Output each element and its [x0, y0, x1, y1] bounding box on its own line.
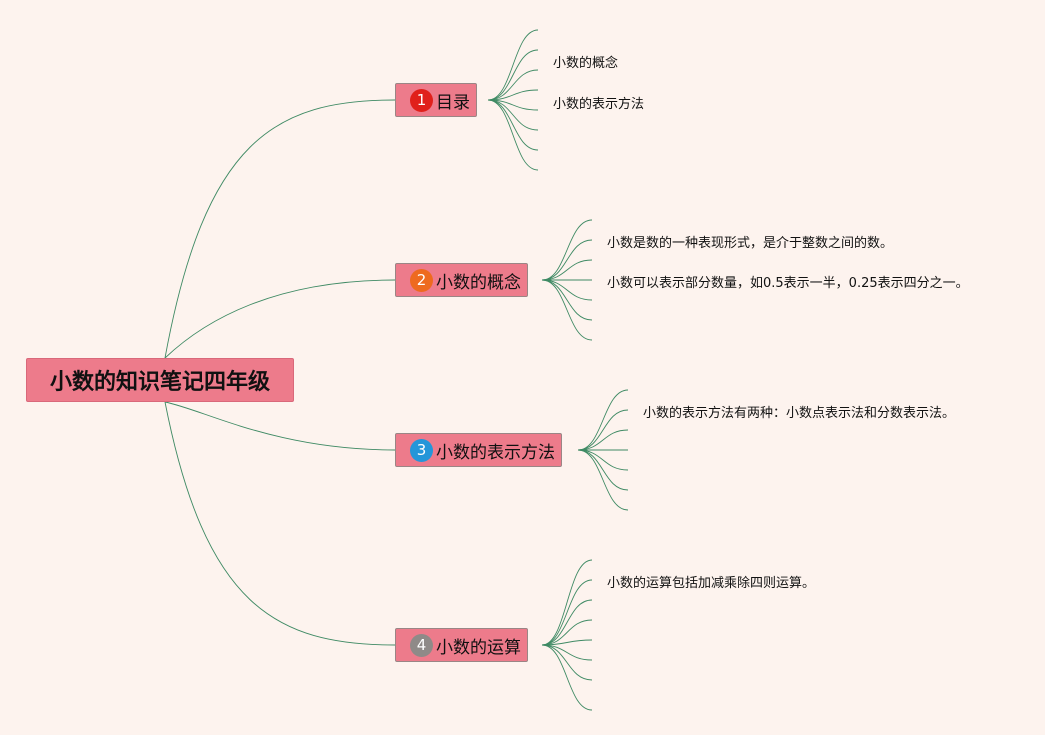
branch-label: 目录	[436, 92, 470, 113]
leaf-connector	[541, 219, 593, 281]
leaf-connector	[541, 279, 593, 341]
leaf-connector	[577, 429, 629, 451]
leaf-connector	[541, 599, 593, 646]
number-badge-1: 1	[410, 88, 433, 112]
root-connector	[164, 401, 396, 646]
leaf-connector	[541, 619, 593, 646]
root-connector	[164, 401, 396, 451]
leaf-connector	[541, 644, 593, 681]
leaf-topic[interactable]: 小数的运算包括加减乘除四则运算。	[607, 576, 816, 591]
number-badge-2: 2	[410, 268, 433, 292]
leaf-topic[interactable]: 小数可以表示部分数量，如0.5表示一半，0.25表示四分之一。	[607, 276, 969, 291]
branch-operations[interactable]: 4 小数的运算	[395, 628, 528, 662]
root-topic[interactable]: 小数的知识笔记四年级	[26, 358, 294, 402]
leaf-connector	[487, 89, 539, 101]
leaf-connector	[577, 409, 629, 451]
leaf-topic[interactable]: 小数是数的一种表现形式，是介于整数之间的数。	[607, 236, 894, 251]
leaf-topic[interactable]: 小数的表示方法有两种：小数点表示法和分数表示法。	[643, 406, 956, 421]
leaf-connector	[541, 579, 593, 646]
number-badge-4: 4	[410, 633, 433, 657]
leaf-connector	[541, 644, 593, 711]
leaf-connector	[541, 239, 593, 281]
leaf-connector	[487, 49, 539, 101]
root-title: 小数的知识笔记四年级	[49, 370, 270, 395]
leaf-connector	[541, 279, 593, 321]
leaf-connector	[577, 389, 629, 451]
leaf-connector	[541, 259, 593, 281]
leaf-connector	[541, 279, 593, 301]
root-connector	[164, 279, 396, 359]
leaf-topic[interactable]: 小数的表示方法	[553, 97, 645, 112]
leaf-connector	[487, 99, 539, 171]
branch-label: 小数的概念	[436, 272, 521, 293]
root-connector	[164, 99, 396, 359]
leaf-connector	[577, 449, 629, 511]
number-badge-3: 3	[410, 438, 433, 462]
branch-label: 小数的运算	[436, 637, 521, 658]
branch-toc[interactable]: 1 目录	[395, 83, 477, 117]
leaf-topic[interactable]: 小数的概念	[553, 56, 619, 71]
branch-concept[interactable]: 2 小数的概念	[395, 263, 528, 297]
leaf-connector	[541, 559, 593, 646]
leaf-connector	[487, 29, 539, 101]
leaf-connector	[487, 99, 539, 151]
branch-label: 小数的表示方法	[436, 442, 555, 463]
leaf-connector	[487, 69, 539, 101]
leaf-connector	[577, 449, 629, 471]
leaf-connector	[577, 449, 629, 491]
branch-representation[interactable]: 3 小数的表示方法	[395, 433, 562, 467]
